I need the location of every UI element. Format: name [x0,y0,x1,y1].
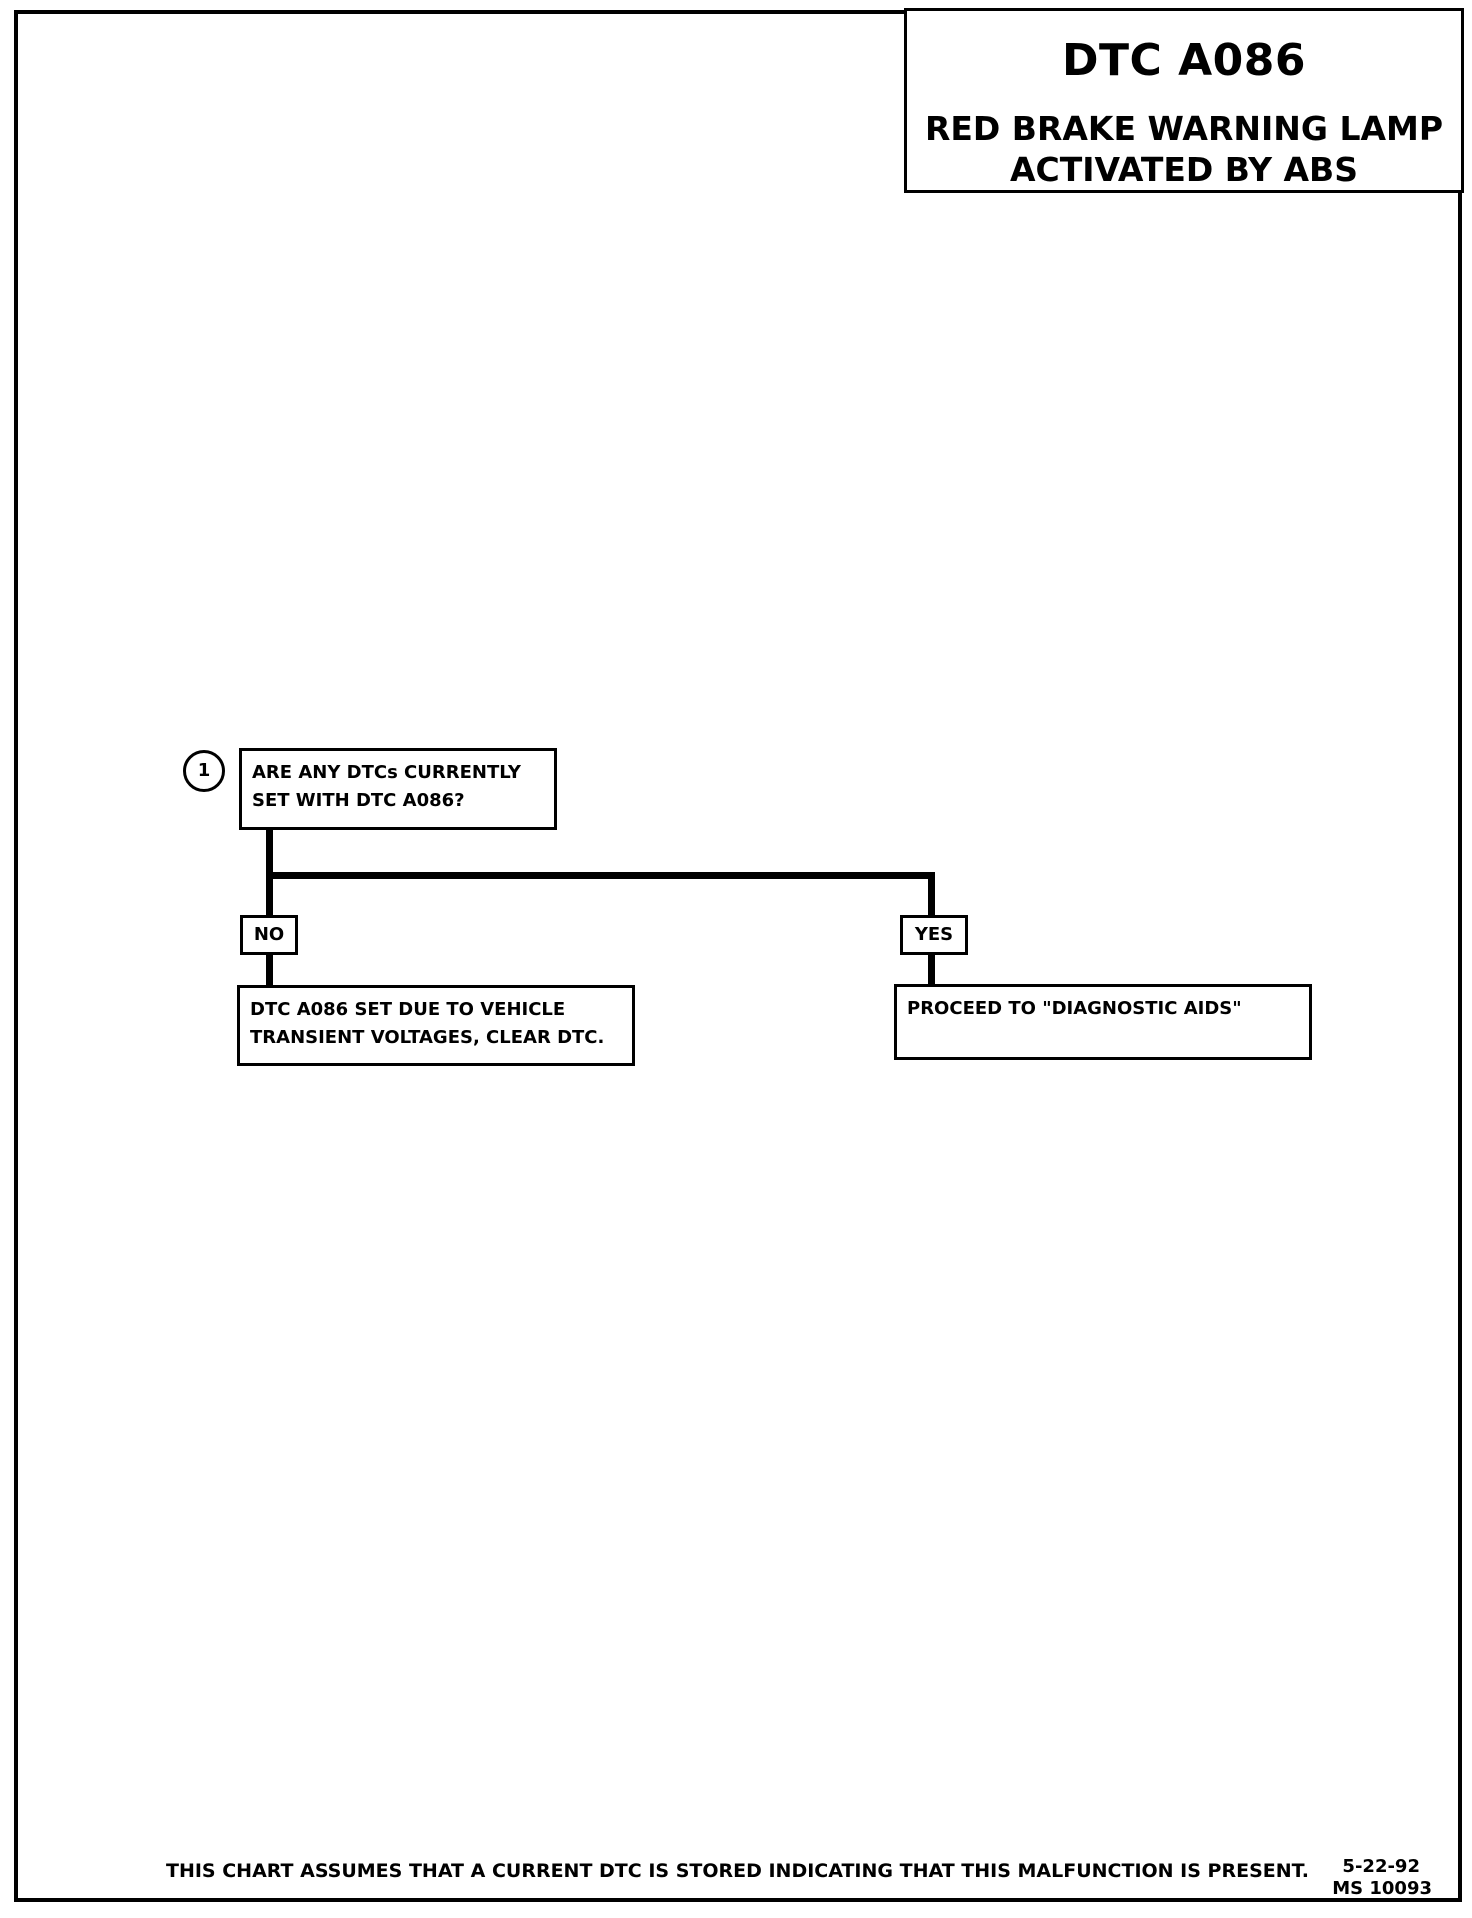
chart-assumption-note: THIS CHART ASSUMES THAT A CURRENT DTC IS… [166,1860,1309,1882]
connector-no-result [266,954,273,988]
yes-result-box: PROCEED TO "DIAGNOSTIC AIDS" [894,984,1312,1060]
dtc-description: RED BRAKE WARNING LAMP ACTIVATED BY ABS [907,108,1461,190]
step-number-badge: 1 [183,750,225,792]
title-box: DTC A086 RED BRAKE WARNING LAMP ACTIVATE… [904,8,1464,193]
document-date: 5-22-92 [1342,1856,1420,1877]
connector-horizontal [266,872,935,879]
yes-label: YES [900,915,968,955]
no-result-box: DTC A086 SET DUE TO VEHICLE TRANSIENT VO… [237,985,635,1066]
dtc-code-title: DTC A086 [1061,35,1307,86]
connector-yes-down [928,872,935,916]
question-box: ARE ANY DTCs CURRENTLY SET WITH DTC A086… [239,748,557,830]
document-id: MS 10093 [1332,1878,1432,1899]
dtc-description-line2: ACTIVATED BY ABS [1010,150,1358,189]
connector-yes-result [928,954,935,986]
dtc-description-line1: RED BRAKE WARNING LAMP [924,109,1444,148]
no-label: NO [240,915,298,955]
page-border [14,10,1462,1902]
